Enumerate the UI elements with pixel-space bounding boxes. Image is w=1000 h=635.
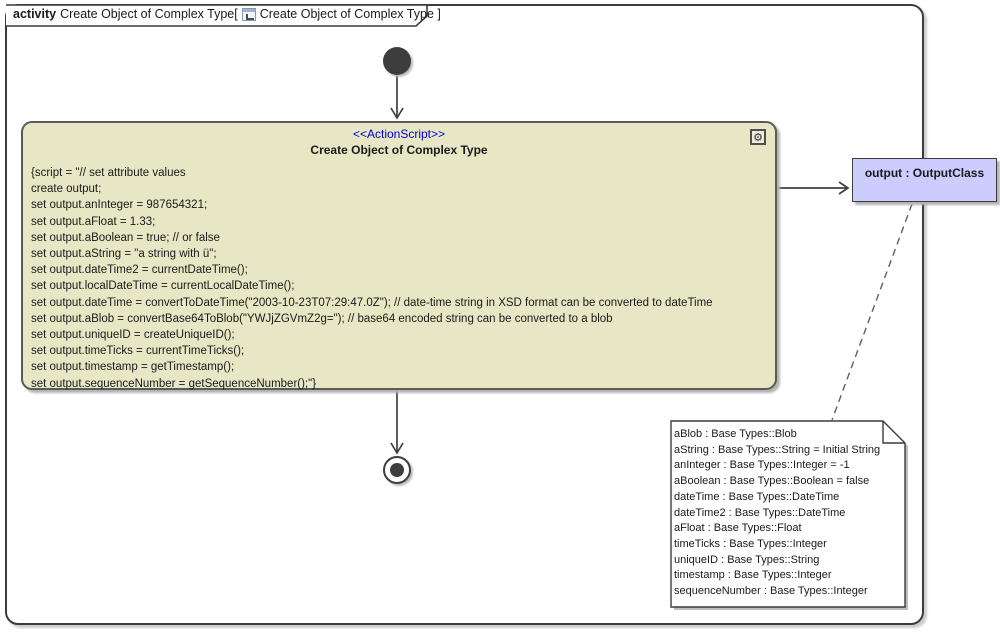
action-create-object-of-complex-type[interactable]: <<ActionScript>> Create Object of Comple… bbox=[21, 121, 777, 390]
script-line: set output.timeTicks = currentTimeTicks(… bbox=[31, 345, 245, 358]
action-name: Create Object of Complex Type bbox=[310, 143, 488, 157]
note-line: timeTicks : Base Types::Integer bbox=[674, 537, 827, 550]
activity-diagram-icon bbox=[241, 7, 256, 21]
note-shape[interactable] bbox=[670, 420, 906, 608]
script-line: set output.aBlob = convertBase64ToBlob("… bbox=[31, 312, 613, 325]
script-line: set output.anInteger = 987654321; bbox=[31, 199, 208, 212]
script-line: set output.aFloat = 1.33; bbox=[31, 215, 156, 228]
script-line: set output.aString = "a string with ü"; bbox=[31, 248, 217, 261]
note-line: uniqueID : Base Types::String bbox=[674, 553, 820, 566]
script-line: set output.uniqueID = createUniqueID(); bbox=[31, 329, 235, 342]
arrowhead-down-icon bbox=[390, 442, 404, 455]
activity-frame[interactable] bbox=[5, 4, 924, 625]
action-script-body: {script = "// set attribute values creat… bbox=[23, 165, 775, 392]
frame-label-tab-shape bbox=[6, 4, 428, 27]
script-line: create output; bbox=[31, 183, 102, 196]
note-line: dateTime : Base Types::DateTime bbox=[674, 490, 840, 503]
note-line: timestamp : Base Types::Integer bbox=[674, 569, 832, 582]
note-line: aFloat : Base Types::Float bbox=[674, 522, 802, 535]
output-pin[interactable]: output : OutputClass bbox=[852, 158, 997, 202]
script-line: set output.timestamp = getTimestamp(); bbox=[31, 361, 235, 374]
note-line: aString : Base Types::String = Initial S… bbox=[674, 443, 881, 456]
script-line: {script = "// set attribute values bbox=[31, 167, 186, 179]
arrowhead-down-icon bbox=[390, 107, 404, 120]
script-line: set output.dateTime = convertToDateTime(… bbox=[31, 296, 713, 309]
gear-glyph: ⚙ bbox=[753, 130, 763, 144]
script-line: set output.aBoolean = true; // or false bbox=[31, 231, 220, 244]
behavior-gear-icon: ⚙ bbox=[750, 129, 766, 145]
note-line: sequenceNumber : Base Types::Integer bbox=[674, 585, 868, 598]
note-line: aBoolean : Base Types::Boolean = false bbox=[674, 475, 870, 488]
output-pin-label: output : OutputClass bbox=[864, 166, 985, 180]
arrowhead-right-icon bbox=[838, 181, 850, 195]
note-line: aBlob : Base Types::Blob bbox=[674, 428, 797, 440]
script-line: set output.sequenceNumber = getSequenceN… bbox=[31, 377, 317, 390]
final-node-dot bbox=[390, 463, 404, 477]
frame-diagram-ref: Create Object of Complex Type ] bbox=[259, 7, 441, 21]
script-line: set output.localDateTime = currentLocalD… bbox=[31, 280, 295, 293]
frame-activity-name: Create Object of Complex Type[ bbox=[60, 7, 238, 21]
note-fold-icon bbox=[882, 421, 905, 444]
note-line: anInteger : Base Types::Integer = -1 bbox=[674, 459, 850, 472]
note-line: dateTime2 : Base Types::DateTime bbox=[674, 506, 846, 519]
frame-label: activity Create Object of Complex Type[ … bbox=[13, 7, 441, 21]
anchor-line-pin-to-note[interactable] bbox=[831, 203, 913, 421]
note-attributes[interactable]: aBlob : Base Types::Blob aString : Base … bbox=[674, 427, 903, 600]
activity-final-node[interactable] bbox=[383, 456, 411, 484]
frame-keyword: activity bbox=[13, 7, 57, 21]
action-stereotype: <<ActionScript>> bbox=[352, 127, 446, 141]
initial-node[interactable] bbox=[383, 47, 411, 75]
script-line: set output.dateTime2 = currentDateTime()… bbox=[31, 264, 248, 277]
